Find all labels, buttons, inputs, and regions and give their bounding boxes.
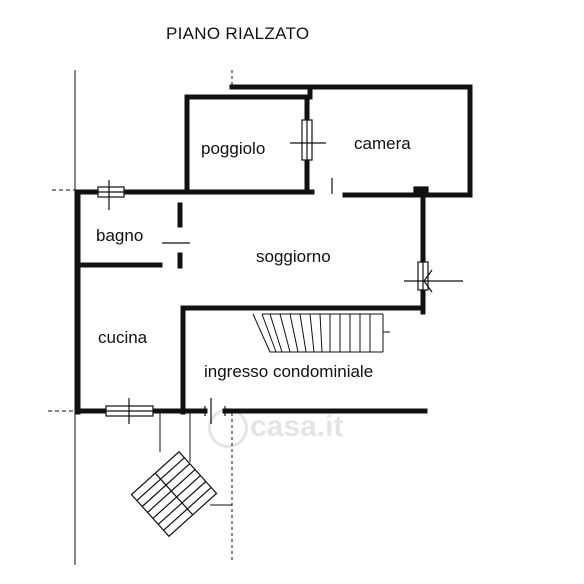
room-label-soggiorno: soggiorno <box>256 247 331 266</box>
room-label-poggiolo: poggiolo <box>201 139 266 158</box>
exterior-staircase <box>130 450 218 538</box>
room-label-cucina: cucina <box>98 328 148 347</box>
walls <box>75 84 473 415</box>
watermark-logo-icon <box>208 408 248 448</box>
interior-staircase <box>252 313 390 353</box>
watermark: casa.it <box>250 410 344 443</box>
room-label-bagno: bagno <box>96 226 144 245</box>
room-label-ingresso-condominiale: ingresso condominiale <box>204 362 374 381</box>
openings <box>97 119 463 424</box>
plan-title: PIANO RIALZATO <box>166 24 310 43</box>
room-label-camera: camera <box>354 134 411 153</box>
